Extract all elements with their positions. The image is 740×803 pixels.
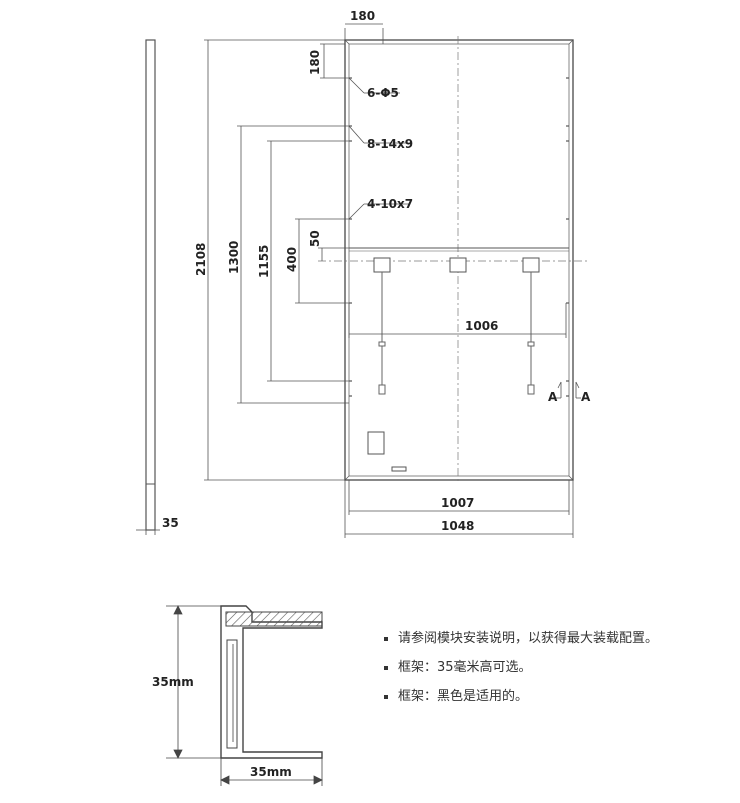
- section-cut-marks: [556, 381, 581, 399]
- dim-overall-width: 1048: [441, 519, 474, 533]
- note-text: 框架：35毫米高可选。: [398, 660, 532, 675]
- dim-50-lines: [318, 247, 349, 261]
- junction-box-left: [373, 257, 391, 273]
- dim-hole-spacing-outer: 1300: [227, 241, 241, 274]
- dim-1048-lines: [344, 480, 574, 538]
- hole-leaders: [348, 77, 410, 220]
- dim-1007-lines: [348, 480, 570, 515]
- dim-400-lines: [295, 218, 349, 304]
- dim-corner-y: 180: [308, 50, 322, 75]
- bullet-icon: [384, 666, 388, 670]
- notes-list: 请参阅模块安装说明，以获得最大装载配置。 框架：35毫米高可选。 框架：黑色是适…: [384, 630, 734, 717]
- dim-junction-box-offset: 50: [308, 230, 322, 247]
- nameplate: [367, 431, 385, 455]
- bullet-icon: [384, 637, 388, 641]
- side-profile: [136, 39, 160, 535]
- junction-box-right: [522, 257, 540, 273]
- dim-hole-spacing-small: 400: [285, 247, 299, 272]
- section-mark-right: A: [581, 390, 591, 404]
- cables: [378, 272, 535, 395]
- note-text: 请参阅模块安装说明，以获得最大装载配置。: [398, 631, 659, 646]
- drain-slot: [391, 466, 407, 472]
- dim-inner-width: 1007: [441, 496, 474, 510]
- bullet-icon: [384, 695, 388, 699]
- dim-overall-height: 2108: [194, 243, 208, 276]
- dim-1300-lines: [237, 125, 349, 404]
- junction-boxes: [373, 257, 540, 273]
- dim-mount-hole-span: 1006: [465, 319, 498, 333]
- corner-dims: [320, 23, 384, 79]
- section-mark-left: A: [548, 390, 558, 404]
- junction-box-center: [449, 257, 467, 273]
- dim-1155-lines: [267, 140, 349, 382]
- hole-label-ground: 6-Φ5: [367, 86, 399, 100]
- frame-cross-section: [220, 605, 323, 759]
- note-item: 框架：35毫米高可选。: [384, 659, 734, 677]
- panel-label-area: [367, 431, 407, 472]
- note-item: 请参阅模块安装说明，以获得最大装载配置。: [384, 630, 734, 648]
- section-width-dim-lines: [220, 758, 323, 786]
- hole-label-mount-small: 4-10x7: [367, 197, 413, 211]
- note-item: 框架：黑色是适用的。: [384, 688, 734, 706]
- note-text: 框架：黑色是适用的。: [398, 689, 529, 704]
- section-height-label: 35mm: [152, 675, 194, 689]
- section-height-dim-lines: [166, 605, 221, 759]
- section-width-label: 35mm: [250, 765, 292, 779]
- dim-1006-lines: [348, 303, 567, 338]
- junction-box-rail: [349, 247, 569, 252]
- edge-holes: [349, 77, 569, 397]
- panel-outline: [344, 39, 574, 481]
- dim-overall-height-lines: [204, 39, 345, 481]
- dim-hole-spacing-inner: 1155: [257, 245, 271, 278]
- frame-depth-label: 35: [162, 516, 179, 530]
- hole-label-mount-large: 8-14x9: [367, 137, 413, 151]
- dim-corner-x: 180: [350, 9, 375, 23]
